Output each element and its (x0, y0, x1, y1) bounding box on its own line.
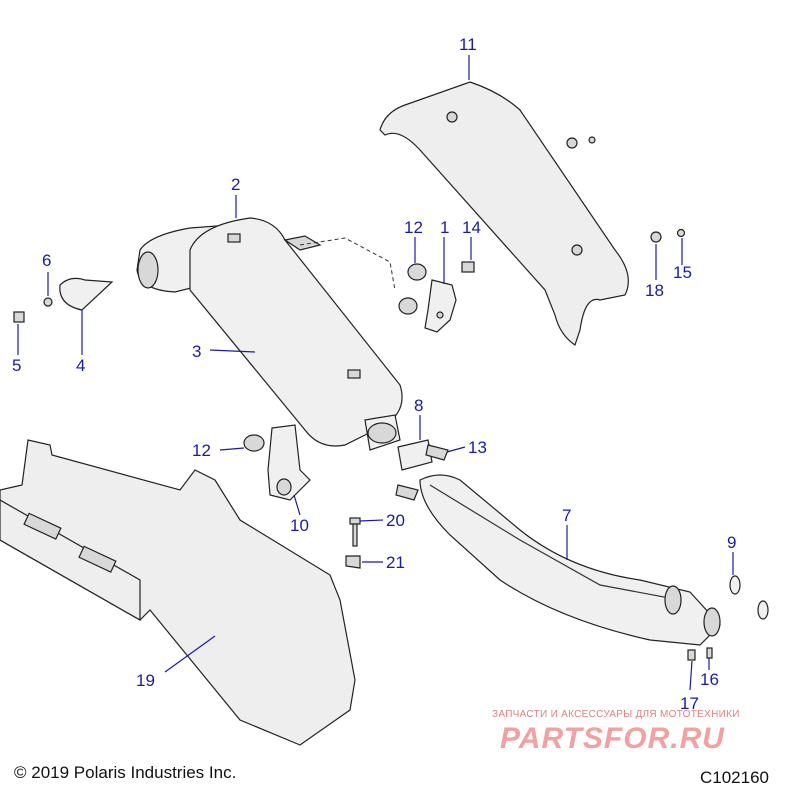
callout-7: 7 (562, 506, 571, 525)
part-20-bolt (349, 517, 361, 547)
callout-11: 11 (459, 35, 477, 54)
part-16-stud (706, 647, 713, 659)
part-8-gasket (397, 439, 433, 471)
part-19-lower-heat-shield (0, 439, 356, 746)
watermark-tagline: ЗАПЧАСТИ И АКСЕССУАРЫ ДЛЯ МОТОТЕХНИКИ (492, 709, 740, 720)
callout-5: 5 (12, 356, 21, 375)
callout-8: 8 (414, 396, 423, 415)
copyright-text: © 2019 Polaris Industries Inc. (14, 763, 236, 782)
callout-14: 14 (462, 218, 481, 237)
callout-4: 4 (76, 356, 85, 375)
callout-13: 13 (468, 438, 487, 457)
callout-3: 3 (192, 342, 201, 361)
part-3-muffler (189, 217, 403, 451)
callout-16: 16 (700, 670, 719, 689)
callout-18: 18 (645, 281, 664, 300)
part-10-bracket (267, 424, 311, 501)
diagram-code: C102160 (700, 768, 769, 787)
part-1-bracket (424, 279, 457, 333)
part-13-spring (395, 444, 449, 501)
part-5-screw (13, 311, 25, 323)
callout-10: 10 (290, 516, 309, 535)
part-9-gasket (729, 575, 769, 620)
part-14-bolt (461, 261, 475, 273)
callout-12-lower: 12 (192, 441, 211, 460)
callout-19: 19 (136, 671, 155, 690)
callout-20: 20 (386, 511, 405, 530)
watermark-brand: PARTSFOR.RU (500, 722, 725, 755)
callout-1: 1 (440, 218, 449, 237)
part-18-washer (650, 231, 662, 243)
part-7-head-pipe (419, 474, 721, 646)
callout-17: 17 (680, 694, 699, 713)
callout-12-upper: 12 (404, 218, 423, 237)
callout-21: 21 (386, 553, 405, 572)
callout-9: 9 (727, 533, 736, 552)
part-15-nut (676, 228, 686, 238)
part-17-nut (687, 649, 696, 661)
callout-6: 6 (42, 251, 51, 270)
part-12-grommet-lower (243, 434, 265, 452)
part-6-nut (43, 297, 53, 307)
part-12-grommet-upper (398, 263, 427, 315)
callout-2: 2 (231, 175, 240, 194)
callout-15: 15 (673, 263, 692, 282)
part-11-upper-heat-shield (379, 81, 629, 346)
part-21-clip (345, 555, 361, 569)
part-4-spark-arrestor (59, 277, 114, 311)
